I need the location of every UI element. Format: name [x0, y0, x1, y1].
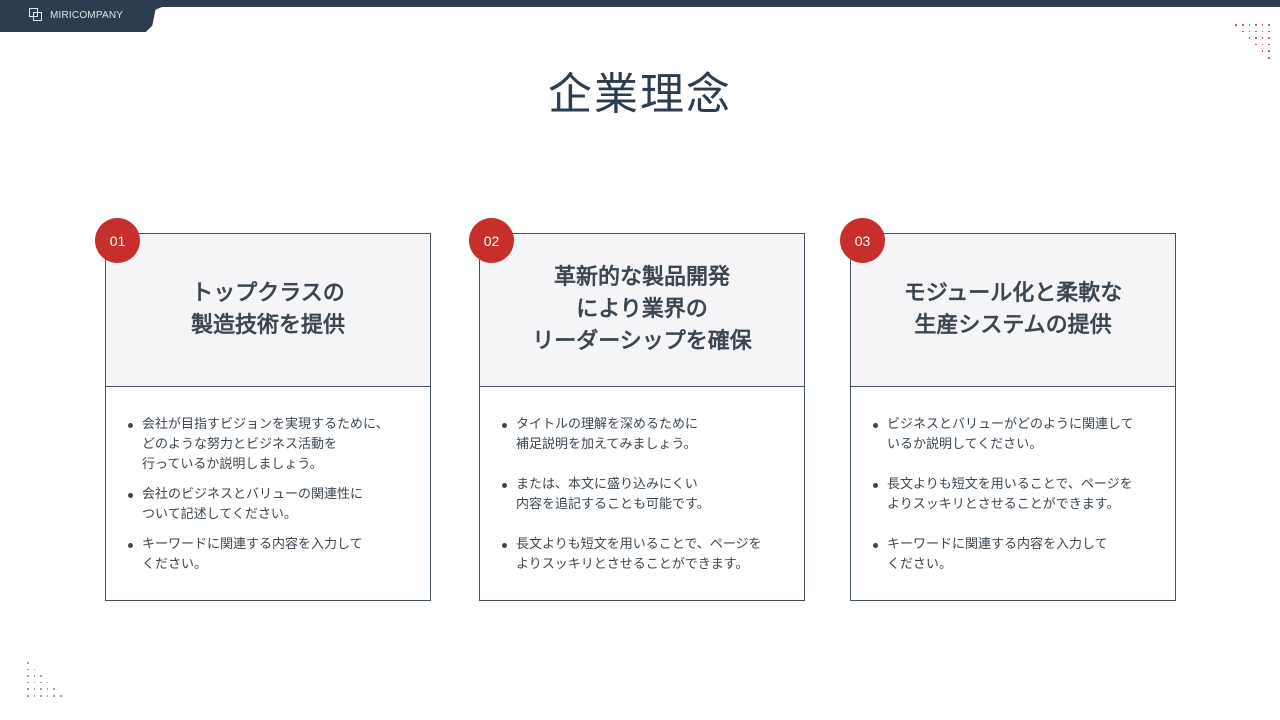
top-bar: [0, 0, 1280, 7]
card-bullet-list: タイトルの理解を深めるために 補足説明を加えてみましょう。 または、本文に盛り込…: [480, 387, 804, 575]
bullet-item: 会社が目指すビジョンを実現するために、 どのような努力とビジネス活動を 行ってい…: [128, 415, 412, 475]
card-title: 革新的な製品開発 により業界の リーダーシップを確保: [532, 265, 752, 354]
bullet-item: 長文よりも短文を用いることで、ページを よりスッキリとさせることができます。: [502, 535, 786, 575]
bullet-item: キーワードに関連する内容を入力して ください。: [128, 535, 412, 575]
page-title: 企業理念: [548, 69, 732, 120]
card-bullet-list: ビジネスとバリューがどのように関連して いるか説明してください。 長文よりも短文…: [851, 387, 1175, 575]
card-number-badge: 01: [95, 218, 140, 263]
bullet-item: キーワードに関連する内容を入力して ください。: [873, 535, 1157, 575]
bullet-item: タイトルの理解を深めるために 補足説明を加えてみましょう。: [502, 415, 786, 455]
brand-name: MIRICOMPANY: [50, 9, 124, 21]
card-number-badge: 02: [469, 218, 514, 263]
decorative-dots-top-right: [1235, 24, 1270, 59]
card-header: モジュール化と柔軟な 生産システムの提供: [851, 234, 1175, 387]
card-title: モジュール化と柔軟な 生産システムの提供: [903, 281, 1123, 338]
card-title: トップクラスの 製造技術を提供: [190, 281, 345, 338]
philosophy-card-1: 01 トップクラスの 製造技術を提供 会社が目指すビジョンを実現するために、 ど…: [95, 218, 431, 601]
bullet-item: 長文よりも短文を用いることで、ページを よりスッキリとさせることができます。: [873, 475, 1157, 515]
card-header: トップクラスの 製造技術を提供: [106, 234, 430, 387]
brand-logo: MIRICOMPANY: [29, 8, 123, 22]
philosophy-card-2: 02 革新的な製品開発 により業界の リーダーシップを確保 タイトルの理解を深め…: [469, 218, 805, 601]
overlapping-squares-icon: [29, 8, 43, 22]
card-header: 革新的な製品開発 により業界の リーダーシップを確保: [480, 234, 804, 387]
decorative-dots-bottom-left: [27, 662, 62, 697]
bullet-item: 会社のビジネスとバリューの関連性に ついて記述してください。: [128, 485, 412, 525]
bullet-item: ビジネスとバリューがどのように関連して いるか説明してください。: [873, 415, 1157, 455]
bullet-item: または、本文に盛り込みにくい 内容を追記することも可能です。: [502, 475, 786, 515]
philosophy-card-3: 03 モジュール化と柔軟な 生産システムの提供 ビジネスとバリューがどのように関…: [840, 218, 1176, 601]
card-bullet-list: 会社が目指すビジョンを実現するために、 どのような努力とビジネス活動を 行ってい…: [106, 387, 430, 575]
brand-tab: [0, 0, 162, 32]
card-number-badge: 03: [840, 218, 885, 263]
